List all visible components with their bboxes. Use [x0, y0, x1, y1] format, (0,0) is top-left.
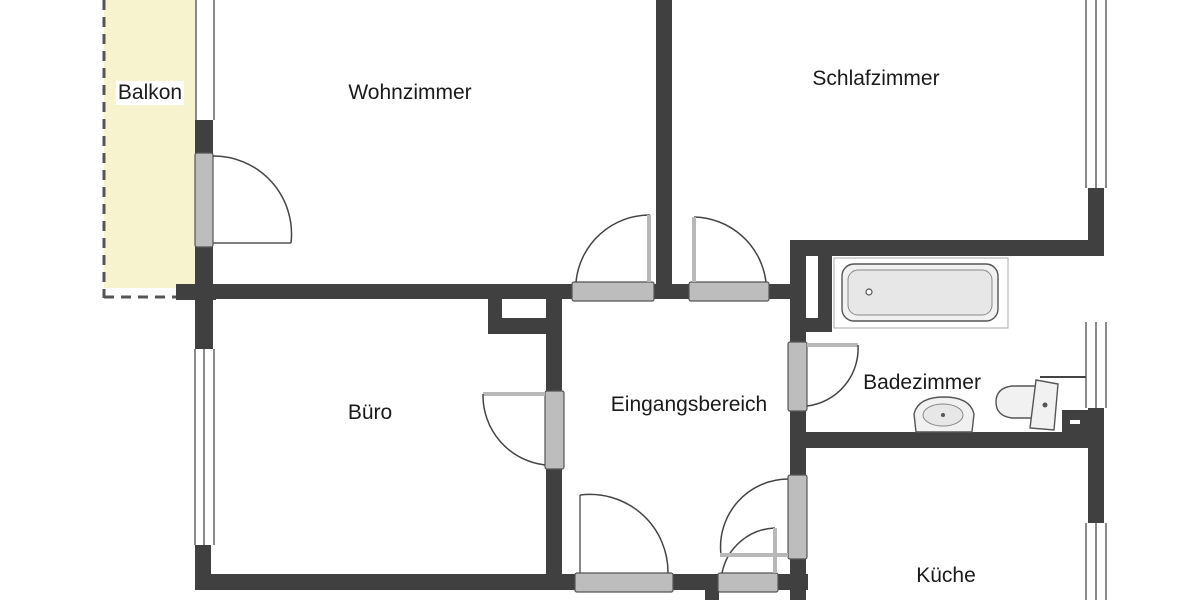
door-schlafzimmer[interactable] [688, 216, 770, 302]
room-label-buero: Büro [347, 401, 393, 424]
balcony-area [102, 0, 215, 299]
walls [176, 0, 1104, 600]
door-badezimmer[interactable] [787, 341, 859, 412]
door-kueche[interactable] [719, 474, 808, 560]
room-label-badezimmer: Badezimmer [863, 371, 981, 394]
door-balcony[interactable] [194, 152, 293, 248]
toilet [995, 376, 1086, 431]
room-label-wohnzimmer: Wohnzimmer [348, 81, 472, 104]
windows [194, 0, 1107, 600]
bathtub [833, 257, 1009, 329]
sink [913, 396, 975, 433]
room-label-balkon: Balkon [115, 81, 185, 105]
room-label-kueche: Küche [916, 564, 976, 587]
door-entrance[interactable] [574, 493, 674, 593]
room-label-eingangsbereich: Eingangsbereich [610, 393, 768, 416]
door-wohnzimmer[interactable] [571, 214, 655, 302]
room-label-schlafzimmer: Schlafzimmer [812, 67, 940, 90]
door-buero[interactable] [482, 390, 565, 470]
door-storage[interactable] [717, 527, 788, 593]
